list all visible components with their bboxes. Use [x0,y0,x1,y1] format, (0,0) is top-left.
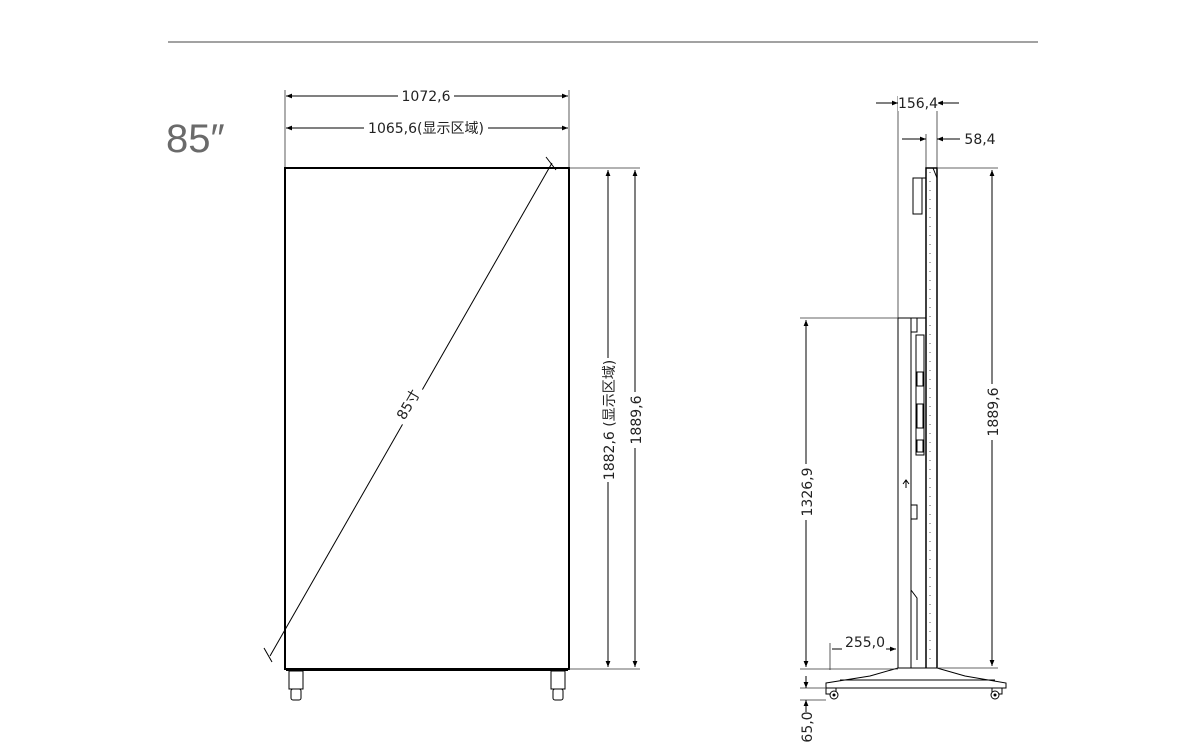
dim-depth-panel: 58,4 [964,132,995,148]
dim-base-depth: 255,0 [845,635,885,651]
base-caster-left [825,687,839,700]
front-panel [284,167,570,670]
stand-base [825,667,1007,689]
side-view: 156,4 58,4 [798,95,1007,743]
side-panel [925,167,938,670]
stand-column [897,317,912,669]
dim-side-height-total: 1889,6 [986,387,1002,436]
dim-height-total: 1889,6 [629,395,645,444]
front-view: 1072,6 1065,6(显示区域) 85寸 1882,6 (显示区域) 18… [263,87,645,701]
caster-left [288,670,304,701]
dim-width-display: 1065,6(显示区域) [368,121,484,137]
caster-right [550,670,566,701]
dim-mount-height: 1326,9 [800,468,816,517]
size-label: 85″ [166,117,225,161]
dim-width-total: 1072,6 [402,89,451,105]
dim-caster-height: 65,0 [800,711,816,742]
dim-depth-total: 156,4 [898,96,938,112]
base-caster-right [990,687,1003,700]
dim-height-display: 1882,6 (显示区域) [602,360,618,480]
